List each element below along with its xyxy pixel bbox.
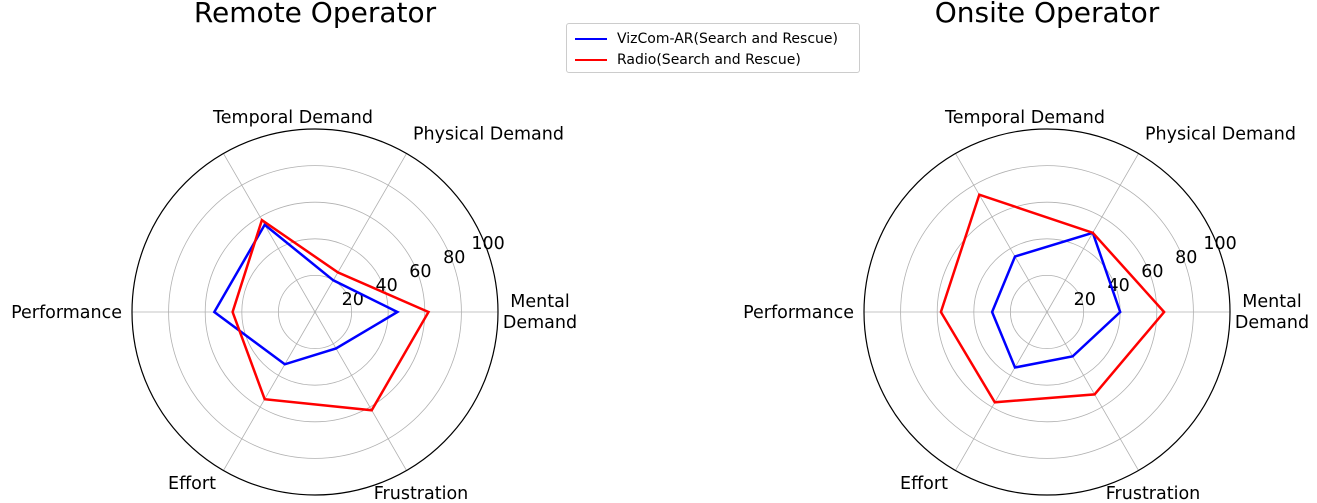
radial-tick-label: 60 bbox=[1141, 262, 1163, 282]
axis-label: Physical Demand bbox=[413, 125, 564, 145]
axis-label: Temporal Demand bbox=[212, 108, 373, 128]
legend-label-radio: Radio(Search and Rescue) bbox=[617, 51, 801, 68]
grid-spoke bbox=[955, 153, 1048, 313]
radial-tick-label: 100 bbox=[1203, 234, 1236, 254]
legend-swatch-vizcom bbox=[575, 37, 607, 40]
legend-swatch-radio bbox=[575, 58, 607, 61]
polar-frame bbox=[131, 128, 499, 496]
axis-label: Frustration bbox=[374, 484, 469, 503]
radial-tick-label: 80 bbox=[443, 248, 465, 268]
series-vizcom-polygon bbox=[212, 222, 401, 366]
axis-label: Performance bbox=[743, 303, 854, 323]
radial-tick-label: 20 bbox=[342, 290, 364, 310]
grid-spoke bbox=[955, 311, 1048, 471]
series-radio-polygon bbox=[939, 193, 1166, 404]
legend-item-vizcom: VizCom-AR(Search and Rescue) bbox=[575, 28, 851, 49]
radial-tick-label: 60 bbox=[409, 262, 431, 282]
axis-label: Physical Demand bbox=[1145, 125, 1296, 145]
grid-spoke bbox=[223, 311, 316, 471]
radial-tick-label: 100 bbox=[471, 234, 504, 254]
axis-label: Performance bbox=[11, 303, 122, 323]
series-radio-polygon bbox=[231, 218, 431, 412]
grid-spoke bbox=[1046, 311, 1139, 471]
axis-label: Effort bbox=[900, 474, 948, 494]
legend: VizCom-AR(Search and Rescue) Radio(Searc… bbox=[566, 23, 860, 73]
axis-label: Temporal Demand bbox=[944, 108, 1105, 128]
chart-title-remote: Remote Operator bbox=[194, 0, 437, 29]
grid-spoke bbox=[314, 311, 407, 471]
legend-label-vizcom: VizCom-AR(Search and Rescue) bbox=[617, 30, 838, 47]
radial-tick-label: 80 bbox=[1175, 248, 1197, 268]
polar-frame bbox=[863, 128, 1231, 496]
grid-spoke bbox=[314, 153, 407, 313]
chart-title-onsite: Onsite Operator bbox=[935, 0, 1160, 29]
radial-tick-label: 20 bbox=[1074, 290, 1096, 310]
legend-item-radio: Radio(Search and Rescue) bbox=[575, 49, 851, 70]
axis-label: Frustration bbox=[1106, 484, 1201, 503]
axis-label: Effort bbox=[168, 474, 216, 494]
grid-spoke bbox=[223, 153, 316, 313]
